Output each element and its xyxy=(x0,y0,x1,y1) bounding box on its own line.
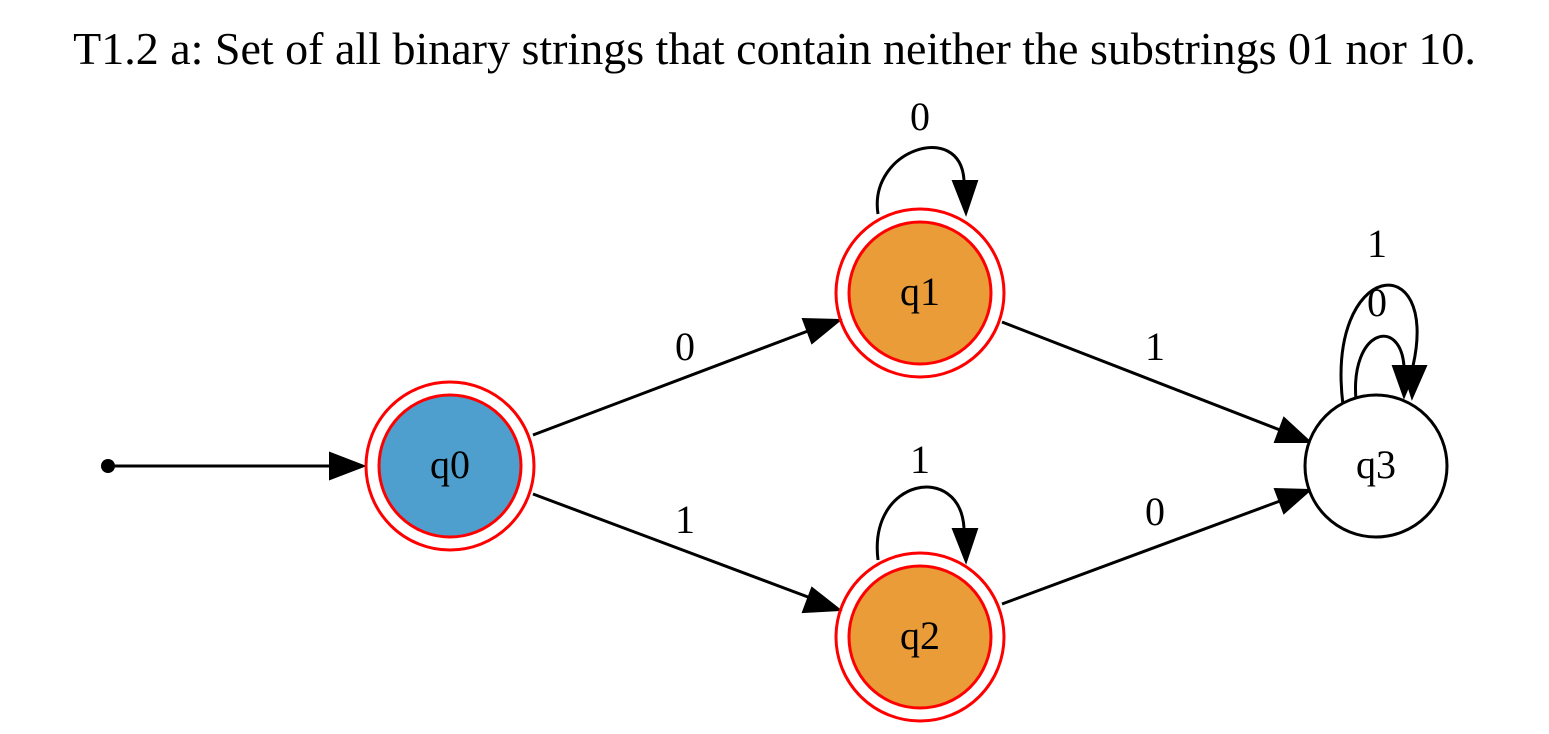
state-q1-label: q1 xyxy=(900,269,940,314)
edge-q0-q2-label: 1 xyxy=(675,497,695,542)
edge-q2-q3-line xyxy=(1001,499,1281,606)
state-q2-inner-circle xyxy=(847,564,993,710)
self-loop-q3-outer: 1 xyxy=(1339,221,1428,406)
state-q0-inner-circle xyxy=(377,393,523,539)
edge-q0-q2-line xyxy=(532,492,809,599)
self-loop-q3-outer-line xyxy=(1339,283,1419,406)
self-loop-q1-label: 0 xyxy=(910,94,930,139)
edge-q0-q2-arrowhead xyxy=(801,586,843,614)
edge-q1-q3-line xyxy=(1001,320,1281,432)
edge-q0-q1: 0 xyxy=(532,317,843,437)
state-q0-label: q0 xyxy=(430,442,470,487)
self-loop-q2-line xyxy=(875,485,966,561)
edge-q2-q3-arrowhead xyxy=(1273,487,1313,515)
self-loop-q3-outer-label: 1 xyxy=(1367,221,1387,266)
edge-q2-q3-label: 0 xyxy=(1145,489,1165,534)
self-loop-q1-arrowhead xyxy=(951,180,979,217)
self-loop-q2-label: 1 xyxy=(910,437,930,482)
self-loop-q2: 1 xyxy=(875,437,979,565)
state-q1: q1 xyxy=(834,207,1006,379)
self-loop-q3-inner-line xyxy=(1354,334,1406,401)
state-q0-outer-ring xyxy=(364,380,536,552)
state-q0: q0 xyxy=(364,380,536,552)
state-q3-label: q3 xyxy=(1356,442,1396,487)
edge-q1-q3: 1 xyxy=(1001,320,1313,443)
state-q3-circle xyxy=(1303,393,1449,539)
edge-q0-q2: 1 xyxy=(532,492,843,614)
state-q1-inner-circle xyxy=(847,220,993,366)
self-loop-q2-arrowhead xyxy=(951,528,979,565)
state-q2: q2 xyxy=(834,551,1006,723)
edge-q0-q1-arrowhead xyxy=(801,317,843,345)
edge-q0-q1-line xyxy=(532,329,809,437)
state-q2-outer-ring xyxy=(834,551,1006,723)
edge-q1-q3-label: 1 xyxy=(1145,324,1165,369)
start-arrow xyxy=(101,451,367,481)
state-q2-label: q2 xyxy=(900,613,940,658)
self-loop-q1: 0 xyxy=(875,94,979,217)
edge-q2-q3: 0 xyxy=(1001,487,1313,606)
diagram-title: T1.2 a: Set of all binary strings that c… xyxy=(73,23,1476,74)
edge-q0-q1-label: 0 xyxy=(675,324,695,369)
state-q3: q3 xyxy=(1303,393,1449,539)
self-loop-q1-line xyxy=(875,146,966,215)
self-loop-q3-outer-arrowhead xyxy=(1400,365,1428,401)
edge-q1-q3-arrowhead xyxy=(1273,416,1313,443)
start-arrowhead xyxy=(329,451,367,481)
state-q1-outer-ring xyxy=(834,207,1006,379)
